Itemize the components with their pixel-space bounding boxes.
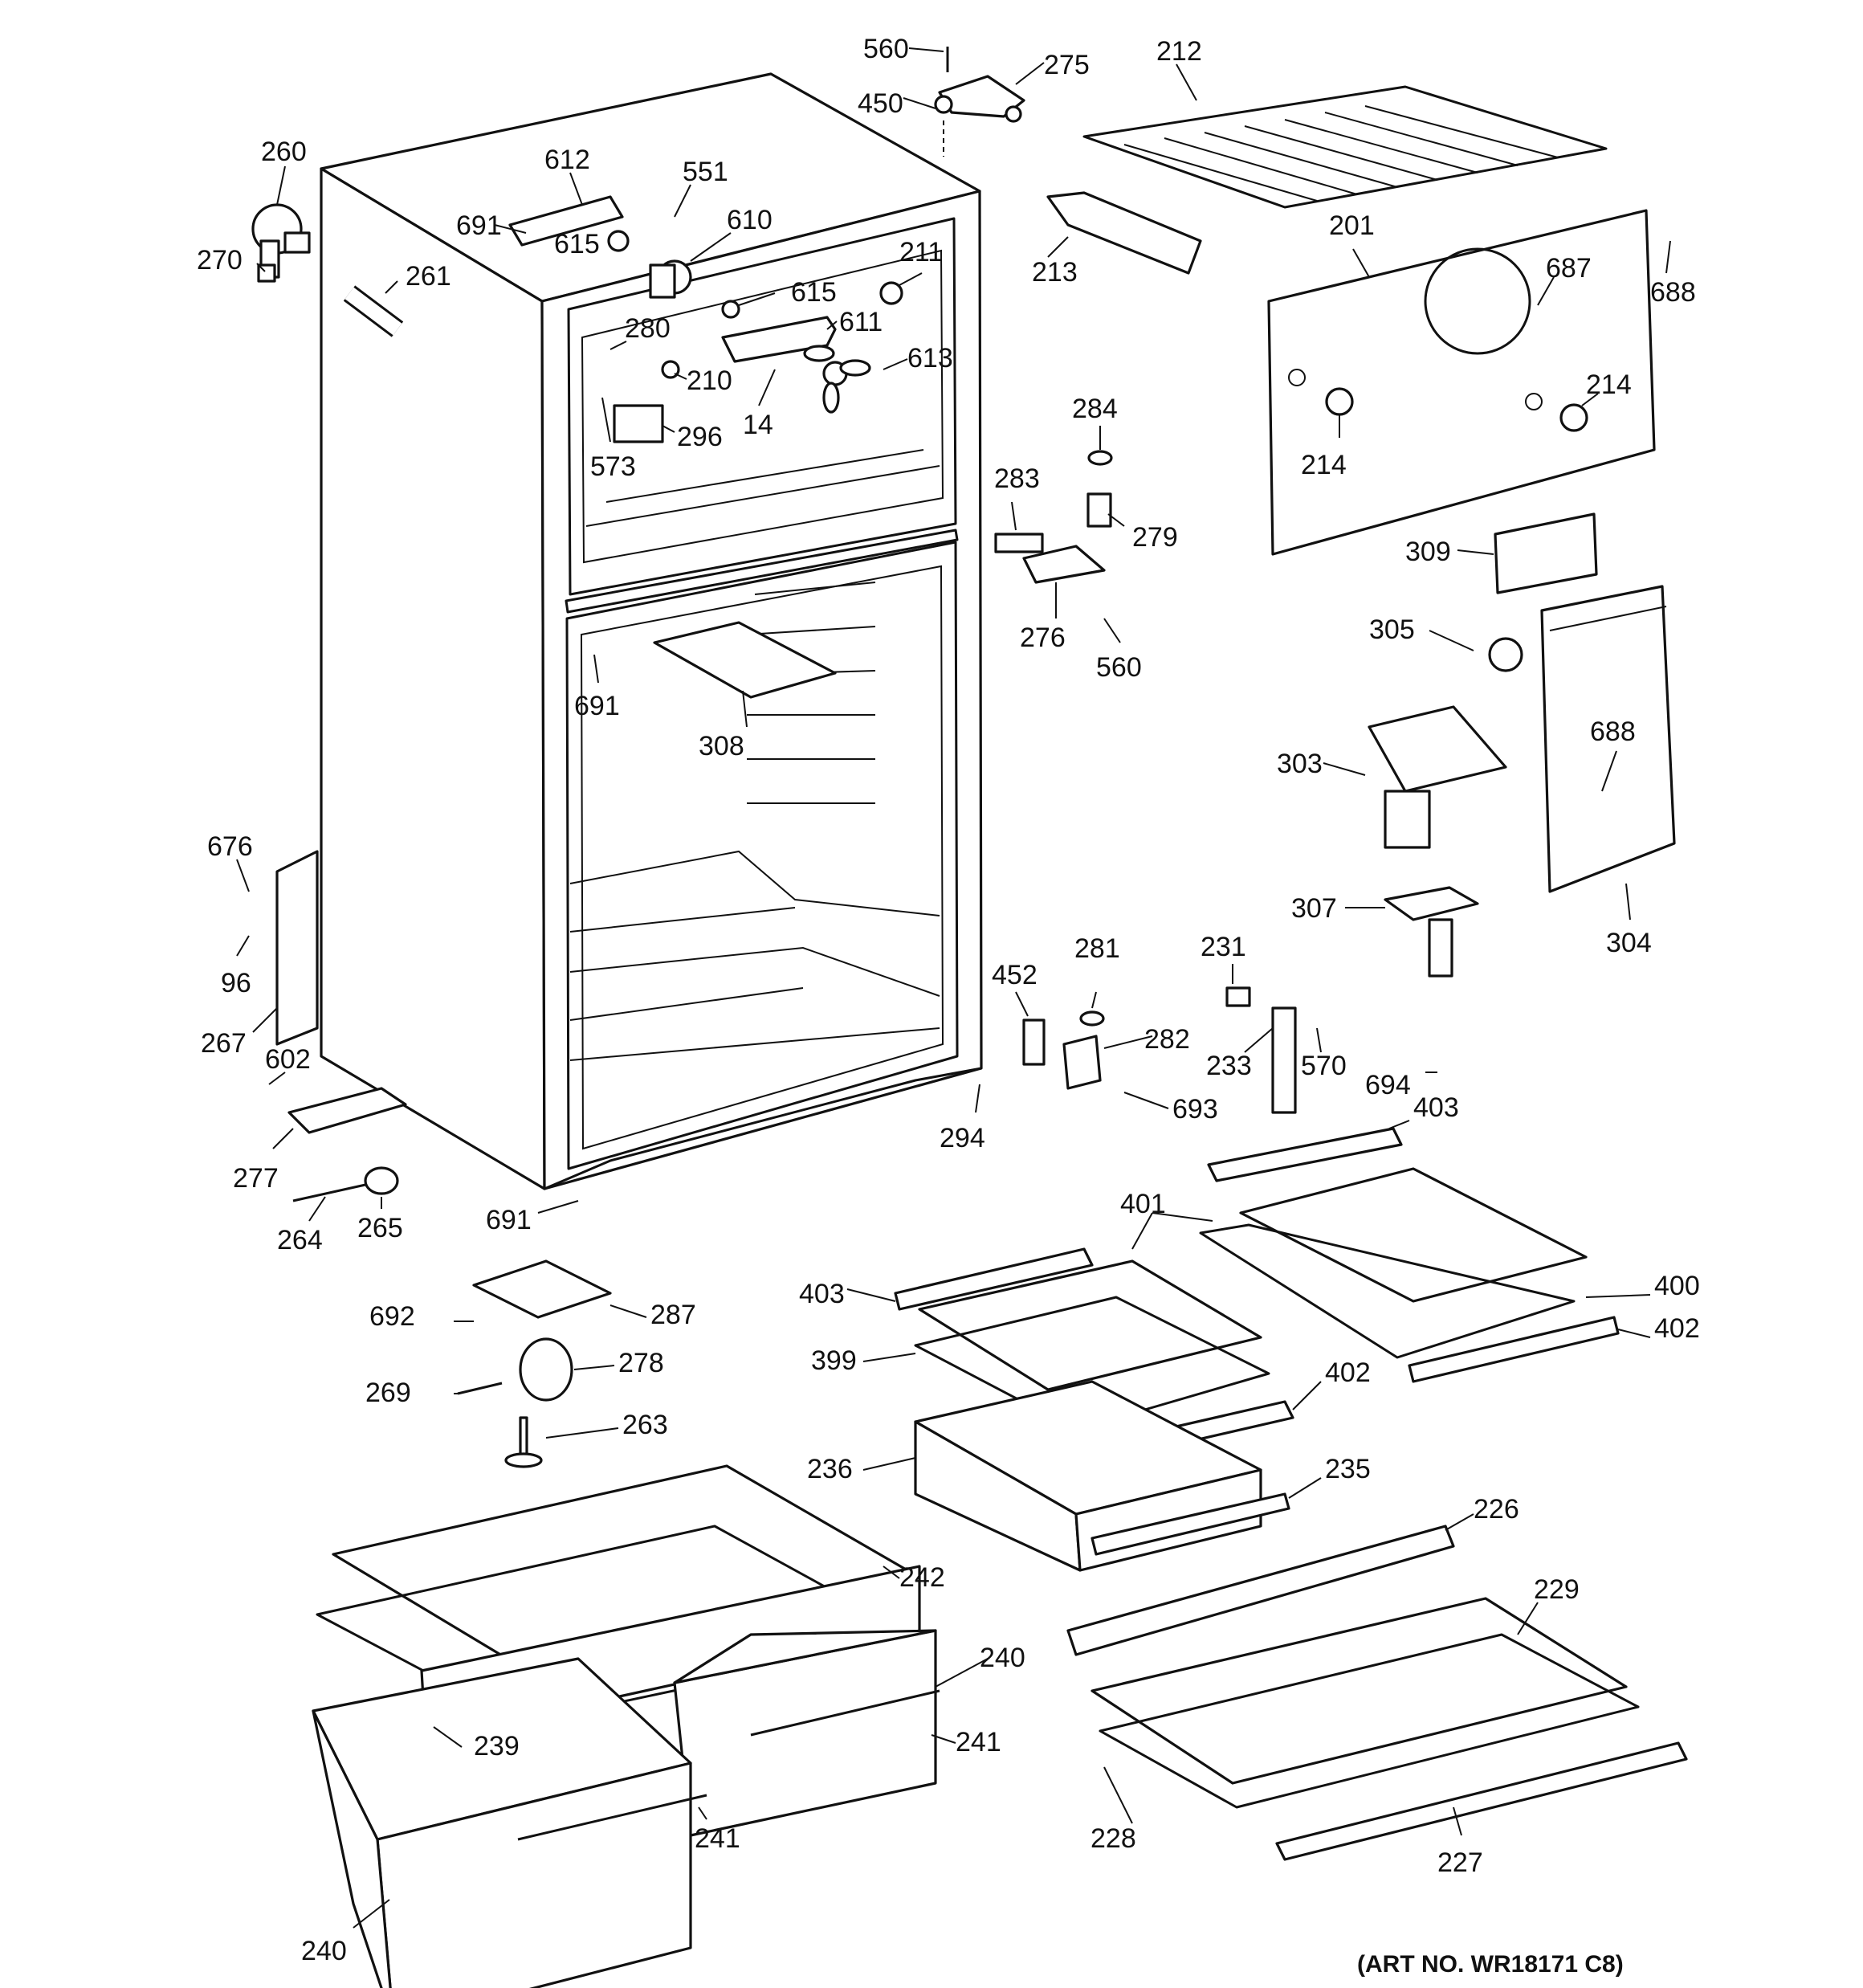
label-687: 687 [1546, 253, 1592, 284]
label-308: 308 [699, 731, 744, 761]
leader-lines [236, 47, 1671, 1929]
label-287: 287 [650, 1300, 696, 1330]
label-403-left: 403 [799, 1279, 845, 1309]
label-611: 611 [839, 307, 883, 337]
label-283: 283 [994, 463, 1040, 494]
label-235: 235 [1325, 1454, 1371, 1484]
label-201: 201 [1329, 210, 1375, 241]
label-303: 303 [1277, 749, 1323, 779]
label-236: 236 [807, 1454, 853, 1484]
label-241-right: 241 [956, 1727, 1001, 1757]
label-210: 210 [687, 365, 732, 396]
label-270: 270 [197, 245, 243, 276]
label-402-right: 402 [1654, 1313, 1700, 1344]
right-parts [994, 209, 1676, 1114]
label-304: 304 [1606, 928, 1652, 958]
label-282: 282 [1144, 1024, 1190, 1055]
pans [312, 1464, 940, 1988]
label-242: 242 [899, 1562, 945, 1593]
label-615-mid: 615 [791, 277, 837, 308]
label-450: 450 [858, 88, 903, 119]
label-309: 309 [1405, 537, 1451, 567]
label-212: 212 [1156, 36, 1202, 67]
label-612: 612 [544, 145, 590, 175]
callout-labels: 560 275 212 450 260 612 551 691 610 615 … [197, 34, 1700, 1966]
label-401: 401 [1120, 1189, 1166, 1219]
label-296: 296 [677, 422, 723, 452]
label-693: 693 [1172, 1094, 1218, 1125]
label-560-top: 560 [863, 34, 909, 64]
top-parts [251, 47, 1608, 699]
label-688-right: 688 [1590, 716, 1636, 747]
label-688-top: 688 [1650, 277, 1696, 308]
label-211: 211 [899, 237, 943, 267]
label-307: 307 [1291, 893, 1337, 924]
left-parts [275, 850, 612, 1468]
shelves [894, 1127, 1688, 1861]
label-269: 269 [365, 1378, 411, 1408]
label-264: 264 [277, 1225, 323, 1255]
label-691-bottom: 691 [486, 1205, 532, 1235]
art-number: (ART NO. WR18171 C8) [1357, 1951, 1624, 1978]
label-280: 280 [625, 313, 671, 344]
label-239: 239 [474, 1731, 520, 1761]
label-260: 260 [261, 137, 307, 167]
label-214-right: 214 [1586, 369, 1632, 400]
label-240-right: 240 [980, 1643, 1025, 1673]
label-691-top: 691 [456, 210, 502, 241]
label-560-mid: 560 [1096, 652, 1142, 683]
label-278: 278 [618, 1348, 664, 1378]
label-402-mid: 402 [1325, 1357, 1371, 1388]
cabinet [320, 72, 983, 1190]
label-14: 14 [743, 410, 773, 440]
label-279: 279 [1132, 522, 1178, 553]
label-263: 263 [622, 1410, 668, 1440]
label-452: 452 [992, 960, 1037, 990]
label-400: 400 [1654, 1271, 1700, 1301]
label-275: 275 [1044, 50, 1090, 80]
label-284: 284 [1072, 394, 1118, 424]
label-277: 277 [233, 1163, 279, 1194]
label-573: 573 [590, 451, 636, 482]
label-615-top: 615 [554, 229, 600, 259]
label-227: 227 [1437, 1847, 1483, 1878]
label-399: 399 [811, 1345, 857, 1376]
label-281: 281 [1074, 933, 1120, 964]
label-231: 231 [1201, 932, 1246, 962]
label-265: 265 [357, 1213, 403, 1243]
label-240-left: 240 [301, 1936, 347, 1966]
label-96: 96 [221, 968, 251, 998]
label-241-left: 241 [695, 1823, 740, 1854]
label-694: 694 [1365, 1070, 1411, 1100]
label-570: 570 [1301, 1051, 1347, 1081]
label-228: 228 [1090, 1823, 1136, 1854]
label-214-left: 214 [1301, 450, 1347, 480]
label-305: 305 [1369, 614, 1415, 645]
label-276: 276 [1020, 623, 1066, 653]
label-676: 676 [207, 831, 253, 862]
label-229: 229 [1534, 1574, 1580, 1605]
label-294: 294 [940, 1123, 985, 1153]
label-691-mid: 691 [574, 691, 620, 721]
label-403-right: 403 [1413, 1092, 1459, 1123]
label-226: 226 [1474, 1494, 1519, 1525]
label-267: 267 [201, 1028, 247, 1059]
label-602: 602 [265, 1044, 311, 1075]
label-233: 233 [1206, 1051, 1252, 1081]
label-213: 213 [1032, 257, 1078, 288]
label-692: 692 [369, 1301, 415, 1332]
label-613: 613 [907, 343, 953, 374]
label-261: 261 [406, 261, 451, 292]
label-551: 551 [683, 157, 728, 187]
label-610: 610 [727, 205, 773, 235]
